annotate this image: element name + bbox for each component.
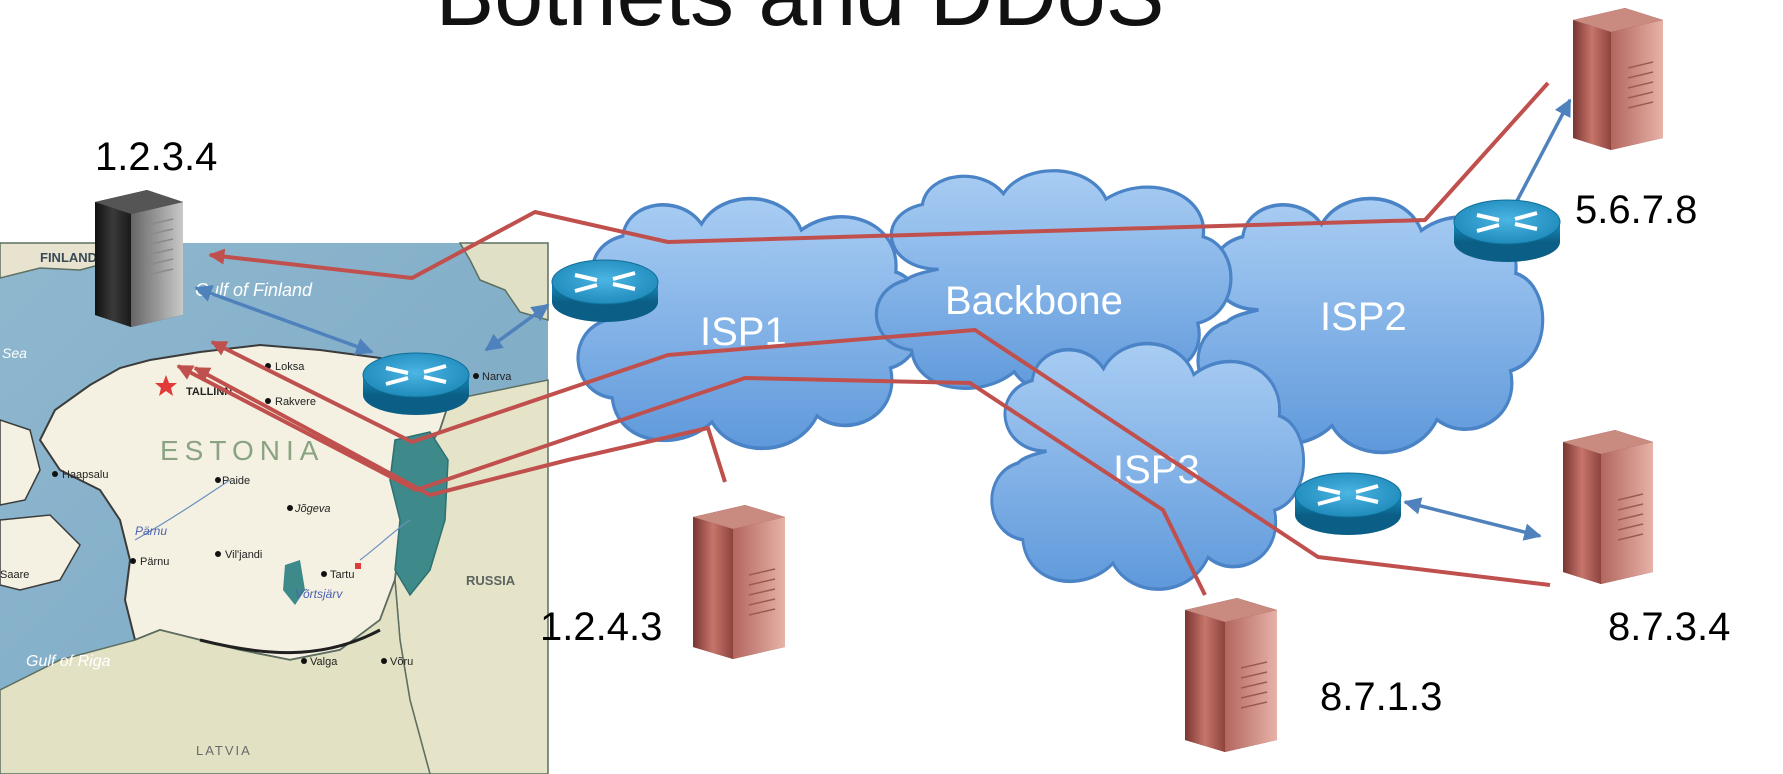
map-label-loksa: Loksa	[275, 361, 305, 373]
router-arrows-icon	[1317, 484, 1379, 506]
server-vent-icon	[1240, 661, 1268, 709]
router-arrows-icon	[1476, 211, 1538, 233]
link-target-router	[194, 285, 374, 355]
server-vent-icon	[1617, 493, 1644, 541]
map-label-paide: Paide	[222, 475, 250, 487]
tartu-marker-icon	[355, 563, 361, 569]
map-label-sea: Sea	[2, 345, 27, 361]
router-isp1[interactable]	[551, 259, 659, 322]
russia-north-land	[458, 242, 549, 321]
attack-path-5678	[208, 81, 1550, 280]
cloud-label-backbone: Backbone	[945, 279, 1123, 323]
server-target[interactable]	[95, 190, 183, 327]
router-isp3[interactable]	[1294, 472, 1402, 535]
map-city-dots	[52, 363, 479, 664]
map-label-finland: FINLAND	[40, 250, 97, 265]
attack-paths	[176, 81, 1551, 596]
map-label-rakvere: Rakvere	[275, 396, 316, 408]
link-router-isp1	[484, 303, 550, 352]
parnu-river	[134, 479, 231, 541]
router-isp2[interactable]	[1453, 199, 1561, 262]
link-router-server-5678	[1506, 98, 1572, 220]
cloud-label-isp2: ISP2	[1320, 295, 1407, 339]
server-vent-icon	[1627, 61, 1654, 109]
map-label-estonia: ESTONIA	[160, 435, 324, 466]
server-5678[interactable]	[1573, 8, 1663, 150]
lake-peipus	[389, 431, 449, 597]
map-label-gulf-of-riga-text: Gulf of Riga	[26, 653, 111, 670]
tallinn-star-icon	[155, 375, 177, 396]
lake-vortsjarv	[283, 560, 305, 605]
hiiumaa-island	[0, 419, 41, 506]
host-label-1243: 1.2.4.3	[540, 605, 663, 649]
map-label-parnu-river: Pärnu	[135, 524, 167, 538]
link-arrows	[194, 98, 1572, 541]
latvia-land	[0, 579, 431, 774]
map-label-parnu: Pärnu	[140, 556, 169, 568]
slide-title: Botnets and DDoS	[0, 0, 1600, 48]
saaremaa-island	[0, 514, 81, 591]
host-label-8713: 8.7.1.3	[1320, 675, 1443, 719]
emajogi-river	[359, 519, 411, 561]
host-label-5678: 5.6.7.8	[1575, 188, 1698, 232]
server-vent-icon	[146, 218, 174, 276]
map-label-haapsalu: Haapsalu	[62, 469, 108, 481]
host-label-target: 1.2.3.4	[95, 135, 218, 179]
attack-path-1243	[193, 366, 727, 497]
router-map[interactable]	[362, 352, 470, 415]
map-label-saare: Saare	[0, 569, 29, 581]
server-8713[interactable]	[1185, 598, 1277, 752]
router-arrows-icon	[385, 364, 447, 386]
server-8734[interactable]	[1563, 430, 1653, 584]
map-label-gulf-of-riga: Gulf of Riga	[26, 653, 111, 670]
map-label-vortsjarv: Võrtsjärv	[295, 587, 343, 601]
map-label-gulf-of-finland: Gulf of Finland	[195, 280, 313, 300]
router-arrows-icon	[574, 271, 636, 293]
attack-path-8734	[210, 328, 1551, 587]
host-label-8734: 8.7.3.4	[1608, 605, 1731, 649]
attack-path-8713	[176, 364, 1207, 596]
map-label-jogeva: Jõgeva	[294, 503, 330, 515]
map-label-narva: Narva	[482, 371, 512, 383]
map-label-latvia: LATVIA	[196, 743, 252, 758]
map-label-voru: Võru	[390, 656, 413, 668]
latvia-border	[199, 628, 381, 655]
server-1243[interactable]	[693, 505, 785, 659]
map-label-viljandi: Vil'jandi	[225, 549, 262, 561]
map-label-valga: Valga	[310, 656, 338, 668]
link-router-server-8734	[1403, 497, 1542, 541]
map-label-russia: RUSSIA	[466, 573, 516, 588]
map-label-tartu: Tartu	[330, 569, 354, 581]
server-vent-icon	[748, 568, 776, 616]
estonia-map: FINLAND Gulf of Finland ESTONIA RUSSIA L…	[0, 242, 549, 774]
